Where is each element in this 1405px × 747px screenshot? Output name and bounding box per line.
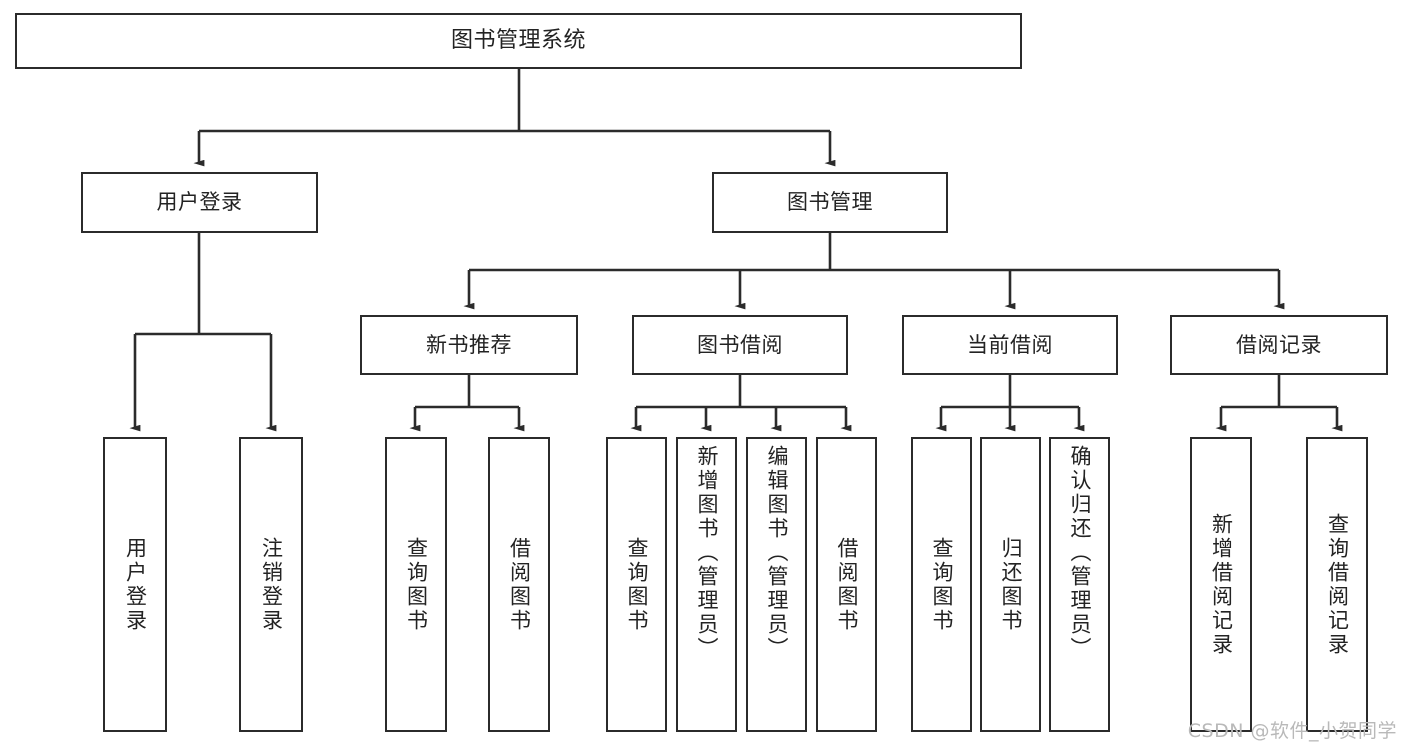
leaf-query-borrow-record-label: 查询借阅记录 xyxy=(1325,512,1350,657)
node-user-login[interactable]: 用户登录 xyxy=(81,172,318,233)
node-new-book-recommendation[interactable]: 新书推荐 xyxy=(360,315,578,375)
csdn-watermark: CSDN @软件_小贺同学 xyxy=(1187,720,1397,742)
leaf-return-book[interactable]: 归还图书 xyxy=(980,437,1041,732)
node-borrowing-record-label: 借阅记录 xyxy=(1236,332,1322,357)
leaf-logout-label: 注销登录 xyxy=(259,536,284,633)
node-book-borrowing[interactable]: 图书借阅 xyxy=(632,315,848,375)
leaf-confirm-return-admin-label: 确认归还（管理员） xyxy=(1068,445,1092,661)
leaf-logout[interactable]: 注销登录 xyxy=(239,437,303,732)
node-book-management-label: 图书管理 xyxy=(787,190,873,215)
node-root-system-label: 图书管理系统 xyxy=(450,28,586,54)
leaf-add-borrow-record[interactable]: 新增借阅记录 xyxy=(1190,437,1252,732)
leaf-query-book-3-label: 查询图书 xyxy=(930,536,954,633)
node-new-book-recommendation-label: 新书推荐 xyxy=(426,332,512,357)
node-user-login-label: 用户登录 xyxy=(156,190,243,215)
leaf-confirm-return-admin[interactable]: 确认归还（管理员） xyxy=(1049,437,1110,732)
leaf-query-book-1[interactable]: 查询图书 xyxy=(385,437,447,732)
node-borrowing-record[interactable]: 借阅记录 xyxy=(1170,315,1388,375)
leaf-borrow-book-1-label: 借阅图书 xyxy=(507,536,532,633)
leaf-query-book-1-label: 查询图书 xyxy=(404,536,429,633)
leaf-borrow-book-2[interactable]: 借阅图书 xyxy=(816,437,877,732)
node-root-system[interactable]: 图书管理系统 xyxy=(15,13,1022,69)
node-current-borrowing-label: 当前借阅 xyxy=(967,332,1053,357)
leaf-add-book-admin-label: 新增图书（管理员） xyxy=(695,445,719,661)
leaf-return-book-label: 归还图书 xyxy=(999,536,1023,633)
leaf-query-borrow-record[interactable]: 查询借阅记录 xyxy=(1306,437,1368,732)
leaf-user-login-label: 用户登录 xyxy=(123,536,148,633)
leaf-borrow-book-2-label: 借阅图书 xyxy=(835,536,859,633)
leaf-edit-book-admin[interactable]: 编辑图书（管理员） xyxy=(746,437,807,732)
leaf-query-book-2-label: 查询图书 xyxy=(625,536,649,633)
leaf-add-book-admin[interactable]: 新增图书（管理员） xyxy=(676,437,737,732)
leaf-edit-book-admin-label: 编辑图书（管理员） xyxy=(765,445,789,661)
leaf-user-login[interactable]: 用户登录 xyxy=(103,437,167,732)
leaf-query-book-2[interactable]: 查询图书 xyxy=(606,437,667,732)
node-current-borrowing[interactable]: 当前借阅 xyxy=(902,315,1118,375)
leaf-add-borrow-record-label: 新增借阅记录 xyxy=(1209,512,1234,657)
leaf-query-book-3[interactable]: 查询图书 xyxy=(911,437,972,732)
leaf-borrow-book-1[interactable]: 借阅图书 xyxy=(488,437,550,732)
node-book-borrowing-label: 图书借阅 xyxy=(697,332,783,357)
node-book-management[interactable]: 图书管理 xyxy=(712,172,948,233)
